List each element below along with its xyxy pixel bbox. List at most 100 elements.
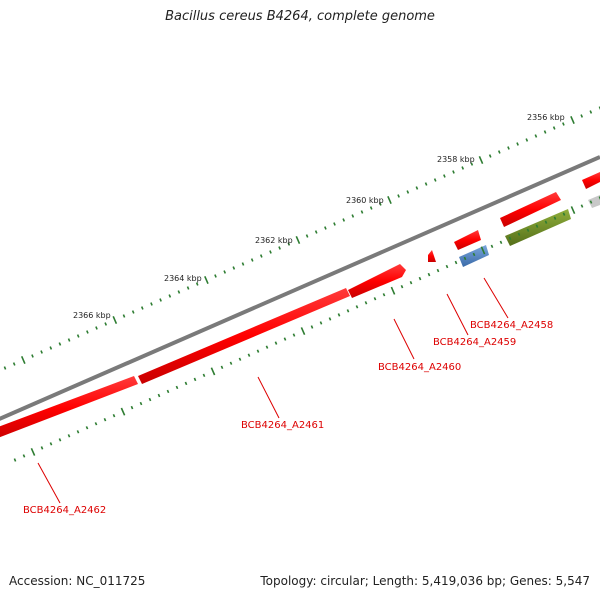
scale-tick (232, 266, 236, 270)
callout-line (257, 376, 280, 419)
gene-label-a2458[interactable]: BCB4264_A2458 (470, 320, 553, 331)
scale-tick (443, 174, 446, 178)
scale-tick (49, 346, 53, 350)
scale-tick (415, 186, 419, 190)
scale-tick (517, 232, 521, 236)
gene-bcb4264-a2462 (0, 376, 138, 438)
scale-tick (360, 210, 364, 214)
scale-tick (177, 290, 181, 294)
scale-tick (480, 246, 486, 255)
scale-tick (95, 326, 98, 330)
scale-tick (508, 236, 512, 241)
scale-tick (570, 115, 575, 125)
gene-label-a2459[interactable]: BCB4264_A2459 (433, 337, 516, 348)
scale-tick (580, 114, 584, 118)
scale-label-2362: 2362 kbp (255, 236, 293, 245)
scale-tick (184, 381, 188, 386)
scale-tick (305, 234, 309, 238)
scale-tick (409, 280, 413, 285)
scale-tick (400, 284, 404, 289)
callout-line (483, 277, 509, 319)
scale-label-2364: 2364 kbp (164, 274, 202, 283)
scale-tick (139, 401, 143, 406)
scale-tick (328, 317, 332, 321)
scale-tick (369, 206, 373, 210)
scale-tick (499, 240, 503, 245)
scale-label-2358: 2358 kbp (437, 155, 475, 164)
scale-tick (278, 246, 281, 250)
scale-tick (204, 275, 209, 285)
scale-tick (22, 454, 26, 458)
scale-tick (525, 138, 529, 142)
scale-tick (570, 206, 576, 215)
scale-tick (157, 393, 161, 398)
scale-tick (314, 230, 318, 234)
gene-red-small (454, 230, 481, 250)
scale-tick (310, 325, 314, 329)
scale-tick (342, 218, 346, 222)
gene-forward-arrow (588, 195, 600, 208)
scale-tick (543, 130, 547, 134)
scale-tick (214, 274, 217, 278)
scale-tick (274, 341, 278, 345)
scale-tick (378, 202, 382, 206)
gene-bcb4264-a2460 (348, 264, 406, 298)
gene-labels: BCB4264_A2458 BCB4264_A2459 BCB4264_A246… (23, 320, 553, 516)
scale-tick (463, 256, 467, 261)
scale-tick (454, 260, 458, 265)
scale-tick (67, 338, 71, 342)
scale-tick (478, 155, 484, 165)
scale-tick (552, 126, 556, 130)
scale-tick (589, 200, 593, 204)
scale-tick (210, 367, 216, 376)
scale-tick (94, 422, 98, 426)
scale-tick (387, 195, 392, 205)
scale-tick (122, 314, 126, 318)
scale-tick (140, 306, 144, 310)
scale-tick (112, 315, 118, 325)
forward-strand-genes (582, 172, 600, 208)
scale-tick (418, 276, 422, 281)
scale-tick (30, 447, 36, 456)
scale-label-2360: 2360 kbp (346, 196, 384, 205)
scale-tick (229, 361, 233, 365)
gene-red-forward (500, 192, 561, 227)
scale-tick (186, 286, 190, 290)
callout-line (37, 462, 61, 504)
scale-tick (472, 252, 476, 257)
scale-tick (265, 345, 269, 349)
gene-label-a2461[interactable]: BCB4264_A2461 (241, 420, 324, 431)
inner-scale-track (13, 196, 600, 462)
genome-backbone (0, 155, 600, 421)
scale-tick (287, 242, 291, 246)
scale-tick (382, 293, 386, 297)
scale-tick (247, 353, 251, 357)
scale-tick (67, 434, 71, 438)
scale-tick (534, 134, 538, 138)
scale-tick (283, 337, 287, 341)
scale-tick (295, 235, 301, 245)
scale-tick (103, 417, 107, 422)
scale-tick (507, 146, 510, 150)
scale-tick (269, 250, 272, 254)
gene-label-a2460[interactable]: BCB4264_A2460 (378, 362, 461, 373)
gene-forward-arrow (582, 172, 600, 189)
scale-label-2356: 2356 kbp (527, 113, 565, 122)
gene-bcb4264-a2459 (428, 250, 436, 262)
scale-tick (488, 154, 492, 158)
scale-tick (58, 342, 62, 346)
scale-tick (562, 212, 566, 216)
gene-label-a2462[interactable]: BCB4264_A2462 (23, 505, 106, 516)
scale-tick (526, 228, 530, 232)
scale-tick (589, 110, 593, 114)
scale-tick (166, 389, 170, 394)
scale-tick (131, 310, 135, 314)
scale-label-2366: 2366 kbp (73, 311, 111, 320)
scale-tick (406, 190, 410, 194)
scale-tick (452, 170, 455, 174)
scale-tick (355, 305, 359, 309)
scale-tick (319, 321, 323, 325)
scale-tick (120, 407, 126, 416)
scale-tick (516, 142, 519, 146)
scale-tick (193, 377, 197, 382)
